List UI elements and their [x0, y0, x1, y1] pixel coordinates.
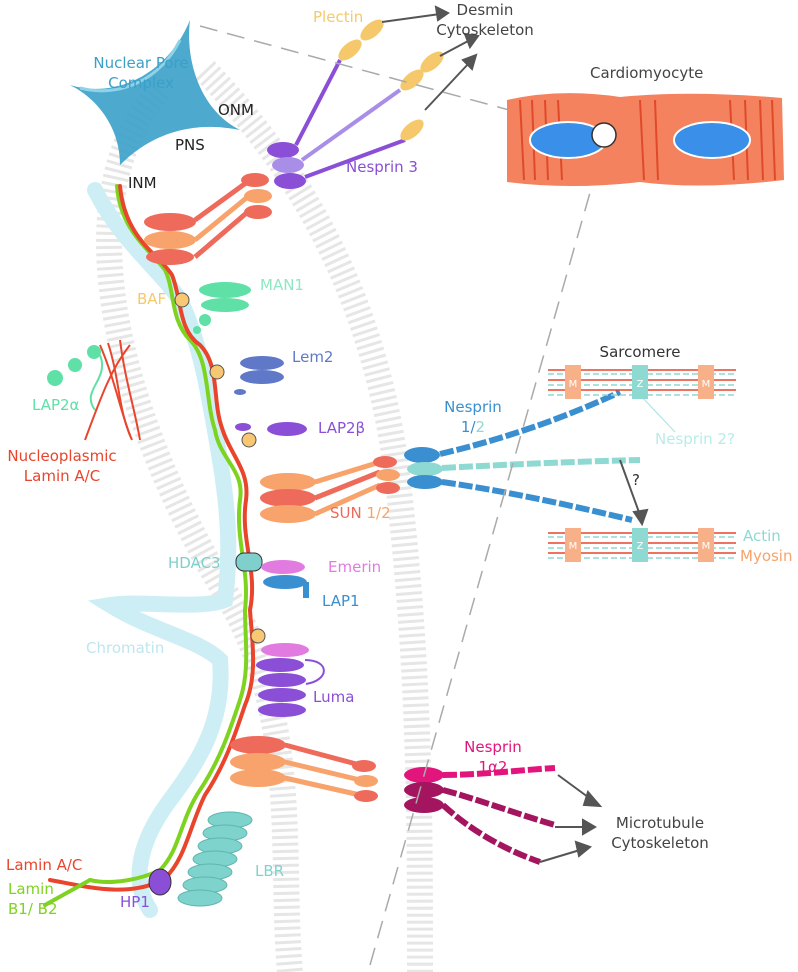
label-question: ? — [632, 471, 640, 489]
top-sun-complex — [144, 173, 272, 265]
middle-sun-complex — [260, 456, 400, 523]
emerin-protein — [261, 560, 305, 574]
label-lem2: Lem2 — [292, 348, 333, 366]
man1-protein — [193, 282, 251, 334]
label-lap2b: LAP2β — [318, 419, 365, 437]
baf-circle — [174, 292, 190, 308]
label-nesprin1a2-2: 1α2 — [479, 758, 508, 776]
label-nucleoplasmic-2: Lamin A/C — [24, 467, 100, 485]
sarcomere-bottom: M Z M — [548, 528, 736, 562]
label-npc-1: Nuclear Pore — [93, 54, 188, 72]
label-myosin: Myosin — [740, 547, 793, 565]
label-lap1: LAP1 — [322, 592, 360, 610]
lap2b-protein — [235, 422, 307, 436]
lamin-b-line — [88, 184, 249, 884]
bottom-sun-complex — [230, 736, 378, 802]
nesprin2-question-arrow — [619, 459, 649, 527]
label-sun: SUN 1/2 — [330, 504, 391, 522]
label-chromatin: Chromatin — [86, 639, 164, 657]
label-onm: ONM — [218, 101, 254, 119]
label-lap2a: LAP2α — [32, 396, 80, 414]
label-sun-2: 2 — [381, 504, 391, 522]
label-cardiomyocyte: Cardiomyocyte — [590, 64, 703, 82]
z-label: Z — [637, 541, 644, 552]
m-band — [698, 528, 714, 562]
nuclear-pore-complex — [70, 20, 240, 165]
label-nesprin12-num2: 2 — [476, 418, 486, 436]
label-nesprin12-num1: 1/ — [461, 418, 477, 436]
luma-protein — [256, 643, 325, 717]
desmin-arrows — [381, 5, 480, 111]
label-sun-1: 1/ — [367, 504, 383, 522]
z-band — [632, 365, 648, 399]
label-nesprin3: Nesprin 3 — [346, 158, 418, 176]
lem2-protein — [234, 356, 284, 395]
m-label: M — [569, 541, 578, 552]
z-label: Z — [637, 379, 644, 390]
label-plectin: Plectin — [313, 8, 363, 26]
baf-proteins — [174, 292, 266, 644]
label-nesprin2q: Nesprin 2? — [655, 430, 735, 448]
zoom-circle — [591, 122, 617, 148]
label-hp1: HP1 — [120, 893, 150, 911]
label-lbr: LBR — [255, 862, 284, 880]
label-lamin-ac: Lamin A/C — [6, 856, 82, 874]
labels: Plectin Desmin Cytoskeleton Nuclear Pore… — [6, 1, 793, 918]
z-band — [632, 528, 648, 562]
sarcomere-top: M Z M — [548, 365, 736, 399]
m-label: M — [702, 541, 711, 552]
lap2a-protein — [47, 345, 103, 411]
label-lamin-b-1: Lamin — [8, 880, 54, 898]
label-npc-2: Complex — [108, 74, 174, 92]
label-nucleoplasmic-1: Nucleoplasmic — [7, 447, 116, 465]
m-band — [698, 365, 714, 399]
m-band — [565, 528, 581, 562]
label-hdac3: HDAC3 — [168, 554, 221, 572]
m-label: M — [702, 379, 711, 390]
label-baf: BAF — [137, 290, 166, 308]
label-emerin: Emerin — [328, 558, 381, 576]
label-microtubule-1: Microtubule — [616, 814, 704, 832]
nesprin12-complex — [404, 389, 641, 523]
hp1-protein — [148, 868, 172, 896]
hdac3-protein — [235, 552, 263, 572]
baf-circle — [209, 364, 225, 380]
label-actin: Actin — [743, 527, 781, 545]
chromatin-band — [87, 182, 237, 918]
nuclear-membrane-bilayer — [96, 61, 433, 972]
lap1-protein — [263, 575, 309, 598]
label-luma: Luma — [313, 688, 354, 706]
microtubule-arrows — [539, 774, 603, 863]
m-label: M — [569, 379, 578, 390]
label-desmin-1: Desmin — [457, 1, 514, 19]
nucleoplasmic-lamin — [84, 339, 141, 441]
label-sarcomere: Sarcomere — [600, 343, 681, 361]
label-desmin-2: Cytoskeleton — [436, 21, 534, 39]
label-lamin-b-2: B1/ B2 — [8, 900, 58, 918]
m-band — [565, 365, 581, 399]
label-microtubule-2: Cytoskeleton — [611, 834, 709, 852]
cardiomyocyte-cell — [507, 93, 784, 186]
nesprin2-pointer — [639, 394, 676, 433]
baf-circle — [241, 432, 257, 448]
nesprin1a2-complex — [404, 765, 556, 865]
label-pns: PNS — [175, 136, 205, 154]
nesprin3-complex — [267, 19, 444, 189]
label-inm: INM — [128, 174, 157, 192]
label-nesprin12-1: Nesprin — [444, 398, 502, 416]
lbr-protein — [177, 811, 253, 907]
label-nesprin1a2-1: Nesprin — [464, 738, 522, 756]
label-nesprin12-2: 1/2 — [461, 418, 485, 436]
baf-circle — [250, 628, 266, 644]
nucleus-right — [673, 121, 751, 159]
label-man1: MAN1 — [260, 276, 304, 294]
label-sun-prefix: SUN — [330, 504, 367, 522]
